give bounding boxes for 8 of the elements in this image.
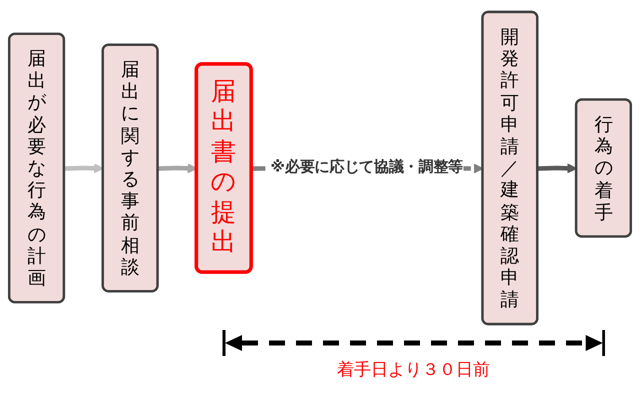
duration-label: 着手日より３０日前: [337, 359, 490, 382]
highlighted-process-box: 届出書の提出: [194, 62, 253, 274]
process-box: 届出に関する事前相談: [102, 44, 159, 292]
arrow: [64, 163, 104, 174]
arrow: [538, 163, 578, 174]
process-box: 行為の着手: [574, 98, 632, 238]
process-box: 開発許可申請／建築確認申請: [481, 10, 538, 326]
process-box: 届出が必要な行為の計画: [8, 32, 66, 304]
